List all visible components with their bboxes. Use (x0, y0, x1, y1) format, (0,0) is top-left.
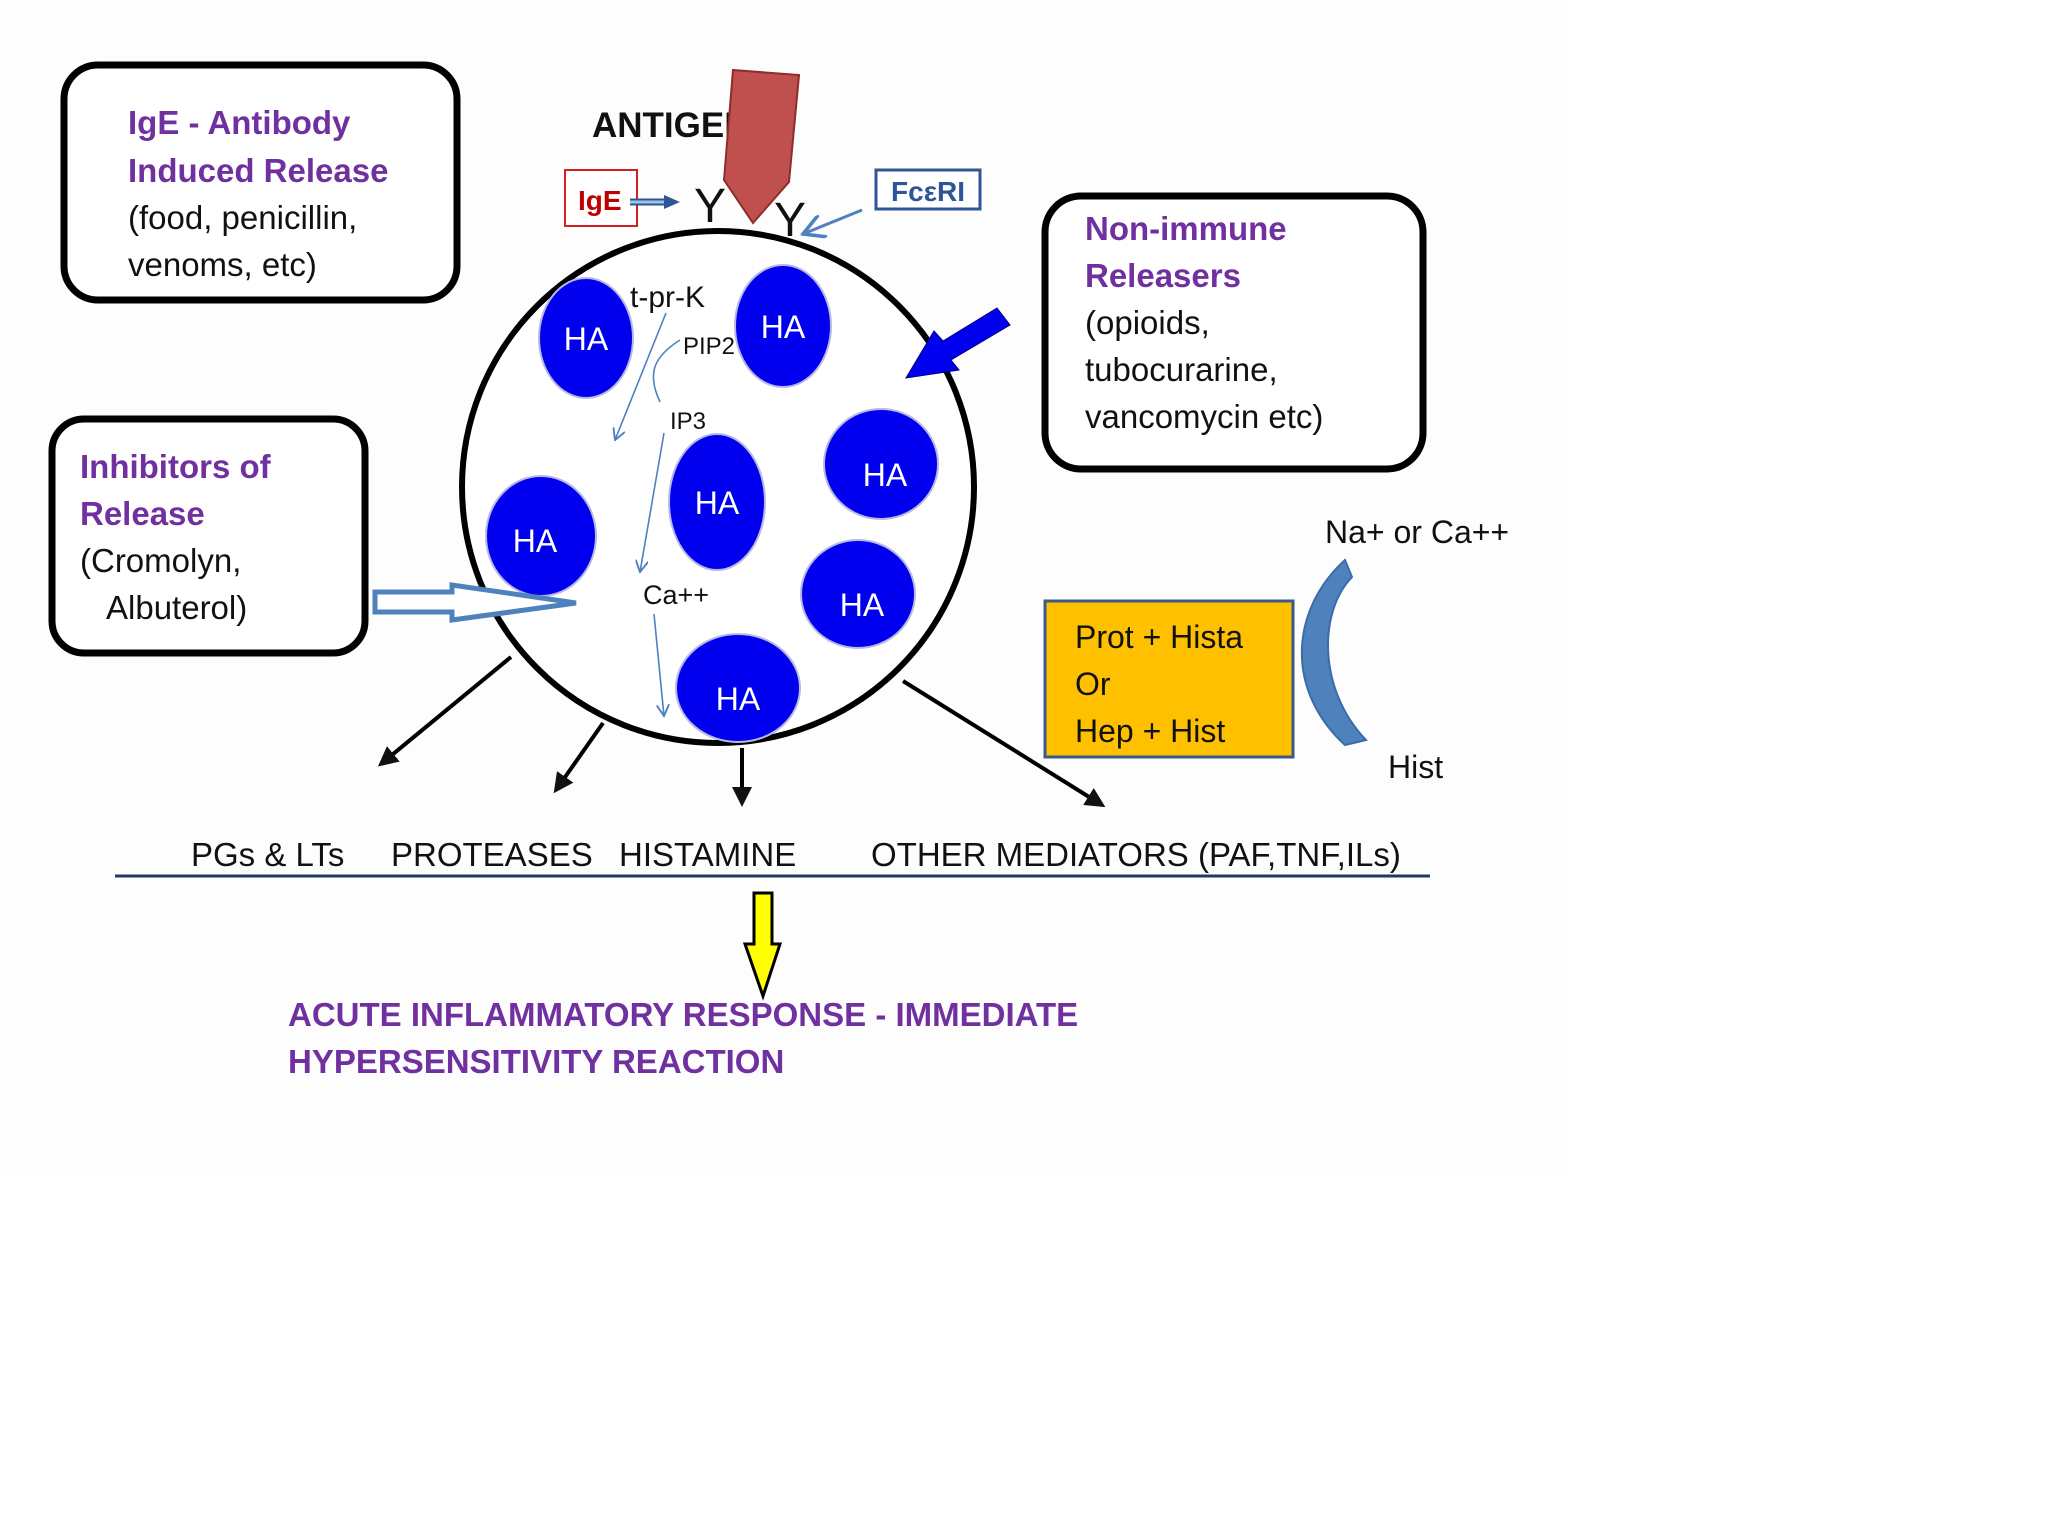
inhibitors-title-line2: Release (80, 495, 205, 532)
mediator-histamine: HISTAMINE (619, 836, 796, 873)
calcium-arrow (653, 613, 664, 716)
kinase-arrow (615, 312, 667, 440)
receptor-arrow (803, 208, 863, 234)
release-arrow-other (901, 679, 1106, 808)
pip2-branch-curve (652, 339, 681, 403)
ige-label: IgE (578, 185, 622, 216)
ion-label: Na+ or Ca++ (1325, 514, 1509, 550)
non-immune-examples-line2: tubocurarine, (1085, 351, 1278, 388)
ige-release-box: IgE - Antibody Induced Release (food, pe… (60, 61, 461, 304)
diagram-canvas: IgE - Antibody Induced Release (food, pe… (48, 61, 1510, 1080)
inhibitors-box: Inhibitors of Release (Cromolyn, Albuter… (48, 415, 369, 657)
ip3-arrow (640, 432, 665, 572)
non-immune-examples-line3: vancomycin etc) (1085, 398, 1323, 435)
granule-label: HA (564, 321, 609, 357)
ige-antibody-glyph: Y (774, 194, 806, 247)
result-line1: ACUTE INFLAMMATORY RESPONSE - IMMEDIATE (288, 996, 1078, 1033)
granule-label: HA (840, 587, 885, 623)
complex-line3: Hep + Hist (1075, 713, 1225, 749)
receptor-label: FcεRI (891, 176, 965, 207)
non-immune-arrow (905, 307, 1011, 379)
mast-cell-diagram: IgE - Antibody Induced Release (food, pe… (48, 61, 1509, 1080)
non-immune-title-line1: Non-immune (1085, 210, 1287, 247)
granule: HA (734, 264, 832, 388)
granule-label: HA (695, 485, 740, 521)
release-arrow-pgs (377, 655, 513, 767)
non-immune-title-line2: Releasers (1085, 257, 1241, 294)
ige-arrow (630, 195, 680, 209)
calcium-label: Ca++ (643, 580, 709, 610)
complex-box: Prot + Hista Or Hep + Hist (1043, 599, 1295, 759)
granule-label: HA (716, 681, 761, 717)
granule: HA (485, 475, 597, 597)
kinase-label: t-pr-K (630, 281, 705, 314)
ip3-label: IP3 (670, 408, 706, 435)
pip2-label: PIP2 (683, 333, 735, 360)
ige-release-examples-line1: (food, penicillin, (128, 199, 357, 236)
ige-release-examples-line2: venoms, etc) (128, 246, 317, 283)
ige-release-title-line1: IgE - Antibody (128, 104, 351, 141)
ion-exchange-arrow (1300, 558, 1368, 747)
non-immune-examples-line1: (opioids, (1085, 304, 1210, 341)
granule-label: HA (761, 309, 806, 345)
complex-line1: Prot + Hista (1075, 619, 1243, 655)
inhibitors-examples-line2: Albuterol) (106, 589, 247, 626)
granule: HA (675, 633, 801, 743)
granule: HA (538, 277, 634, 399)
mediator-pgs-lts: PGs & LTs (191, 836, 344, 873)
complex-fill (1043, 599, 1295, 759)
inhibitors-examples-line1: (Cromolyn, (80, 542, 241, 579)
ige-release-title-line2: Induced Release (128, 152, 388, 189)
granule: HA (800, 539, 916, 649)
granule: HA (823, 408, 939, 520)
ige-tag: IgE (564, 169, 638, 227)
granule-label: HA (513, 523, 558, 559)
non-immune-box: Non-immune Releasers (opioids, tubocurar… (1041, 192, 1427, 473)
result-arrow (742, 891, 783, 1001)
ige-antibody-glyph: Y (694, 180, 726, 233)
signal-pathway: t-pr-K PIP2 IP3 Ca++ (615, 281, 735, 716)
inhibitor-arrow (372, 582, 577, 623)
hist-label: Hist (1388, 749, 1443, 785)
antigen-label: ANTIGEN (592, 106, 750, 145)
granule: HA (668, 433, 766, 571)
complex-line2: Or (1075, 666, 1111, 702)
release-arrow-proteases (553, 721, 605, 794)
inhibitors-title-line1: Inhibitors of (80, 448, 272, 485)
result-line2: HYPERSENSITIVITY REACTION (288, 1043, 784, 1080)
granule-label: HA (863, 457, 908, 493)
receptor-tag: FcεRI (874, 168, 982, 211)
mediator-proteases: PROTEASES (391, 836, 593, 873)
antigen-shape (722, 68, 801, 225)
mediator-other: OTHER MEDIATORS (PAF,TNF,ILs) (871, 836, 1401, 873)
